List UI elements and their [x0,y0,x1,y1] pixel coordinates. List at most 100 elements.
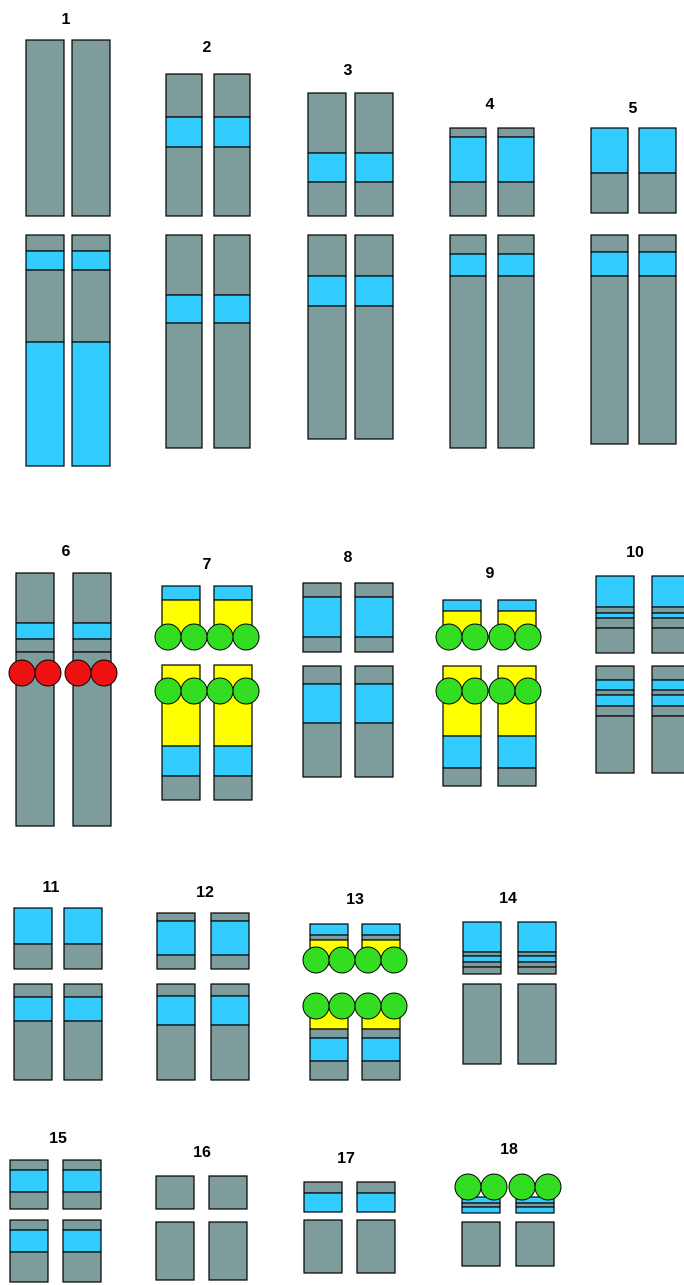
chromatid [354,582,394,778]
blue-band [165,116,203,148]
blue-band [165,294,203,324]
blue-band [210,995,250,1026]
gray-band [307,181,347,217]
chromosome-label: 2 [203,39,212,56]
gray-band [461,1221,501,1267]
green-marker-dot [435,677,463,705]
blue-band [442,735,482,769]
green-marker-dot [508,1173,536,1201]
chromosome-pair-12: 12 [156,884,250,1081]
chromatid [517,921,557,1065]
yellow-band [213,664,253,747]
gray-band [161,775,201,801]
chromatid [210,912,250,1081]
gray-band [210,912,250,922]
green-marker-dot [302,946,330,974]
blue-band [213,585,253,601]
blue-band [497,735,537,769]
gray-band [210,1024,250,1081]
gray-band [354,582,394,598]
gray-band [356,1219,396,1274]
gray-band [517,983,557,1065]
gray-band [155,1221,195,1281]
chromatid [462,921,502,1065]
gray-band [302,722,342,778]
gray-band [638,172,677,214]
blue-band [361,923,401,936]
chromatid [165,73,203,449]
red-marker-dot [90,659,118,687]
blue-band [210,920,250,956]
green-marker-dot [488,677,516,705]
gray-band [213,234,251,296]
chromosome-label: 1 [62,11,71,28]
chromatid [25,39,65,467]
chromosome-label: 3 [344,62,353,79]
gray-band [309,1028,349,1039]
chromosome-pair-6: 6 [8,543,118,827]
gray-band [449,275,487,449]
chromatid [590,127,629,445]
green-marker-dot [206,623,234,651]
green-marker-dot [488,623,516,651]
blue-band [651,612,684,619]
green-marker-dot [380,946,408,974]
gray-band [156,1024,196,1081]
gray-band [651,705,684,717]
gray-band [354,234,394,277]
green-marker-dot [454,1173,482,1201]
green-marker-dot [232,677,260,705]
green-marker-dot [328,992,356,1020]
gray-band [213,146,251,217]
green-marker-dot [480,1173,508,1201]
gray-band [63,983,103,998]
blue-band [595,612,635,619]
gray-band [302,636,342,653]
gray-band [63,943,103,970]
red-marker-dot [64,659,92,687]
gray-band [462,961,502,968]
gray-band [25,39,65,217]
chromosome-pair-4: 4 [449,96,535,449]
chromatid [71,39,111,467]
blue-band [462,955,502,963]
blue-band [309,1037,349,1062]
green-marker-dot [206,677,234,705]
gray-band [595,627,635,654]
gray-band [595,689,635,696]
gray-band [302,582,342,598]
blue-band [213,745,253,777]
gray-band [63,1020,103,1081]
blue-band [354,596,394,638]
green-marker-dot [180,623,208,651]
green-marker-dot [154,677,182,705]
chromatid [213,73,251,449]
gray-band [356,1181,396,1194]
chromosome-label: 7 [203,556,212,573]
gray-band [155,1175,195,1210]
chromatid [595,575,635,774]
chromatid [63,907,103,1081]
blue-band [462,921,502,953]
gray-band [9,1251,49,1283]
chromosome-pair-15: 15 [9,1130,102,1283]
chromatid [15,572,55,827]
blue-band [354,275,394,307]
blue-band [302,596,342,638]
gray-band [208,1175,248,1210]
chromatid [62,1159,102,1283]
gray-band [354,305,394,440]
gray-band [25,269,65,343]
chromosome-label: 13 [346,891,364,908]
blue-band [303,1192,343,1213]
gray-band [517,966,557,975]
blue-band [13,996,53,1022]
chromatid [356,1181,396,1274]
gray-band [13,983,53,998]
gray-band [309,1060,349,1081]
gray-band [517,961,557,968]
chromatid [497,599,537,787]
blue-band [25,250,65,271]
gray-band [307,305,347,440]
